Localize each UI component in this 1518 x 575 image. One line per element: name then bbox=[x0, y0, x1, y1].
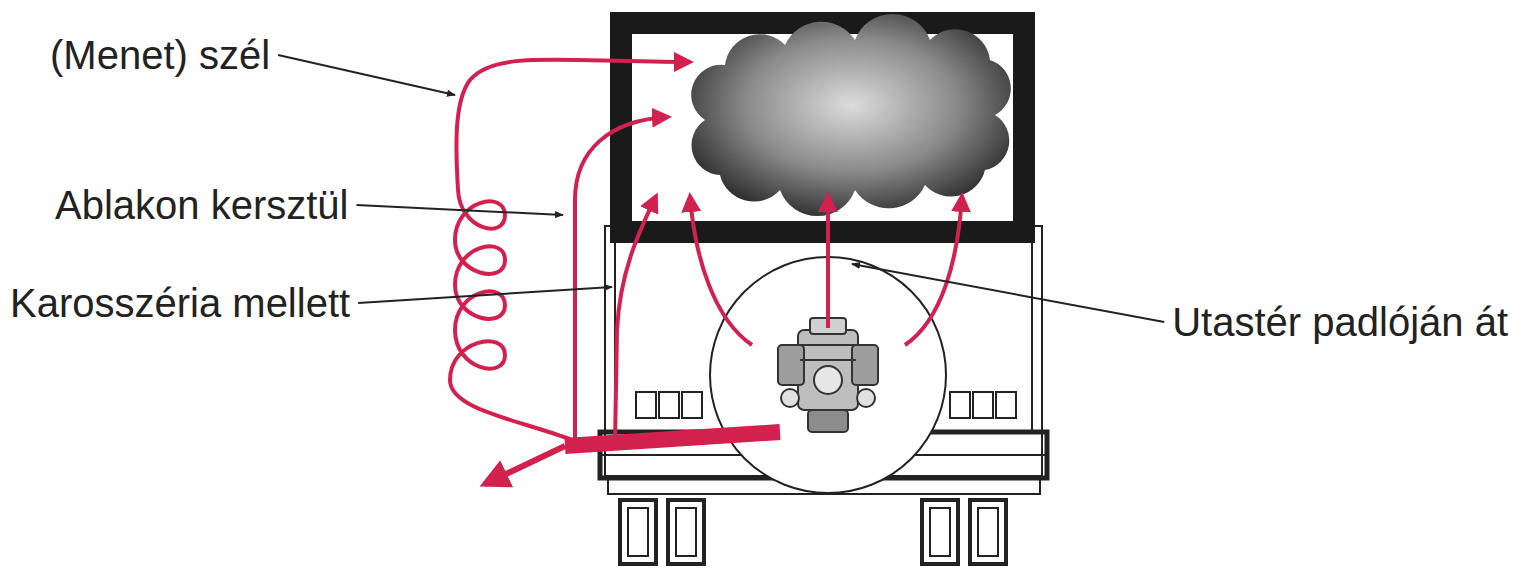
wheels bbox=[620, 500, 1006, 564]
callout-label: Ablakon kersztül bbox=[55, 182, 348, 228]
wheel-inner bbox=[628, 508, 998, 556]
exhaust-pipe bbox=[565, 432, 780, 446]
leader-line bbox=[852, 264, 1164, 322]
engine-symbol bbox=[778, 318, 878, 432]
callout-label: Utastér padlóján át bbox=[1172, 299, 1508, 345]
floor-arrow bbox=[690, 196, 752, 345]
floor-arrow bbox=[826, 196, 830, 328]
exhaust-arrow bbox=[485, 446, 565, 484]
leader-line bbox=[358, 287, 612, 303]
airflow-arrows bbox=[450, 60, 962, 484]
exhaust-cloud bbox=[691, 14, 1011, 216]
leader-line bbox=[356, 205, 563, 215]
window-arrow bbox=[575, 117, 668, 440]
floor-arrow bbox=[905, 196, 962, 345]
wind-arrow bbox=[450, 60, 690, 440]
body-arrow bbox=[615, 196, 656, 442]
callout-label: (Menet) szél bbox=[50, 32, 270, 78]
callout-label: Karosszéria mellett bbox=[10, 280, 350, 326]
leader-line bbox=[278, 55, 455, 95]
